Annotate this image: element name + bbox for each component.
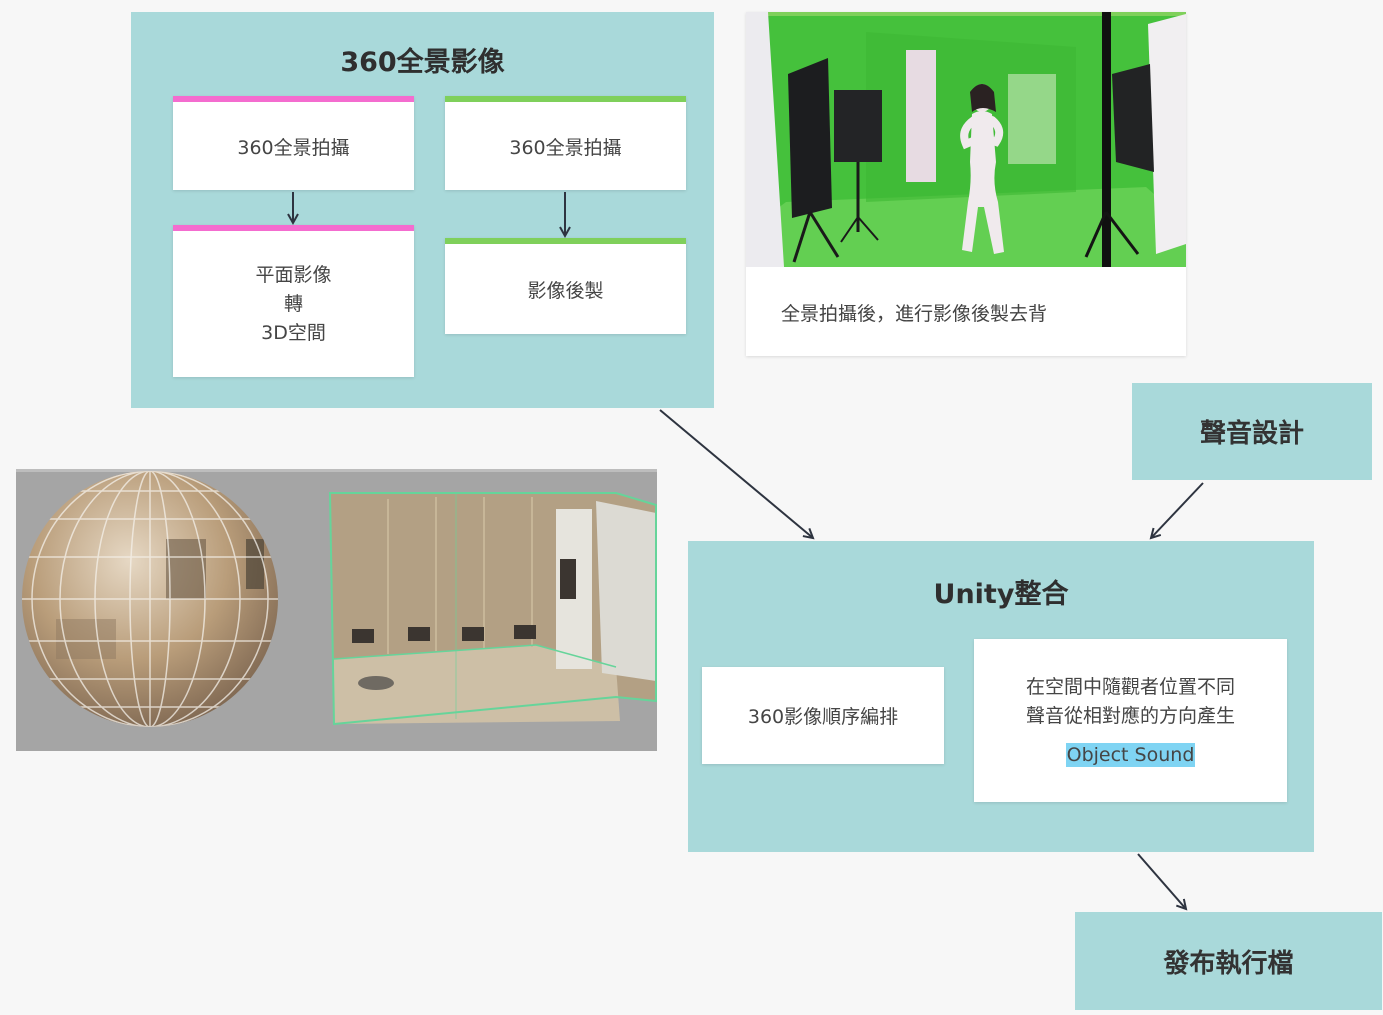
object-sound-highlight: Object Sound bbox=[1065, 742, 1196, 767]
unity-group: Unity整合 360影像順序編排 在空間中隨觀者位置不同 聲音從相對應的方向產… bbox=[688, 541, 1314, 852]
object-sound-line-2: 聲音從相對應的方向產生 bbox=[1025, 704, 1235, 727]
object-sound-card[interactable]: 在空間中隨觀者位置不同 聲音從相對應的方向產生 Object Sound bbox=[974, 639, 1287, 802]
room-3d-model bbox=[328, 492, 657, 726]
dancer-figure bbox=[960, 84, 1004, 254]
panorama-group-title: 360全景影像 bbox=[340, 47, 505, 78]
unity-group-title: Unity整合 bbox=[933, 579, 1069, 610]
sequence-card[interactable]: 360影像順序編排 bbox=[702, 667, 944, 764]
greenscreen-caption: 全景拍攝後，進行影像後製去背 bbox=[781, 303, 1048, 325]
panorama-shoot-card-right[interactable]: 360全景拍攝 bbox=[445, 96, 686, 190]
arrow-panorama-to-unity bbox=[659, 409, 815, 540]
panorama-group: 360全景影像 360全景拍攝 360全景拍攝 平面影像 轉 3D空間 影像後製 bbox=[131, 12, 714, 408]
object-sound-line-1: 在空間中隨觀者位置不同 bbox=[1025, 675, 1235, 698]
sequence-label: 360影像順序編排 bbox=[747, 706, 899, 728]
post-production-card[interactable]: 影像後製 bbox=[445, 238, 686, 334]
panorama-shoot-label-left: 360全景拍攝 bbox=[237, 136, 350, 159]
post-production-label: 影像後製 bbox=[527, 279, 604, 302]
arrow-unity-to-publish bbox=[1137, 853, 1188, 911]
sound-design-box[interactable]: 聲音設計 bbox=[1132, 383, 1372, 480]
panorama-shoot-label-right: 360全景拍攝 bbox=[509, 136, 622, 159]
greenscreen-photo-card: 全景拍攝後，進行影像後製去背 bbox=[746, 12, 1186, 356]
publish-box[interactable]: 發布執行檔 bbox=[1075, 912, 1382, 1010]
panorama-shoot-card-left[interactable]: 360全景拍攝 bbox=[173, 96, 414, 190]
publish-label: 發布執行檔 bbox=[1163, 948, 1294, 979]
flat-to-3d-line-2: 轉 bbox=[283, 292, 303, 315]
sound-design-label: 聲音設計 bbox=[1199, 419, 1304, 449]
sphere-to-3d-image bbox=[16, 469, 657, 751]
flat-to-3d-line-1: 平面影像 bbox=[255, 263, 332, 286]
arrow-sound-to-unity bbox=[1149, 482, 1204, 540]
sphere-room-illustration bbox=[16, 469, 657, 751]
flat-to-3d-line-3: 3D空間 bbox=[261, 321, 326, 344]
greenscreen-photo bbox=[746, 12, 1186, 267]
flat-to-3d-card[interactable]: 平面影像 轉 3D空間 bbox=[173, 225, 414, 377]
panorama-sphere bbox=[22, 471, 278, 727]
